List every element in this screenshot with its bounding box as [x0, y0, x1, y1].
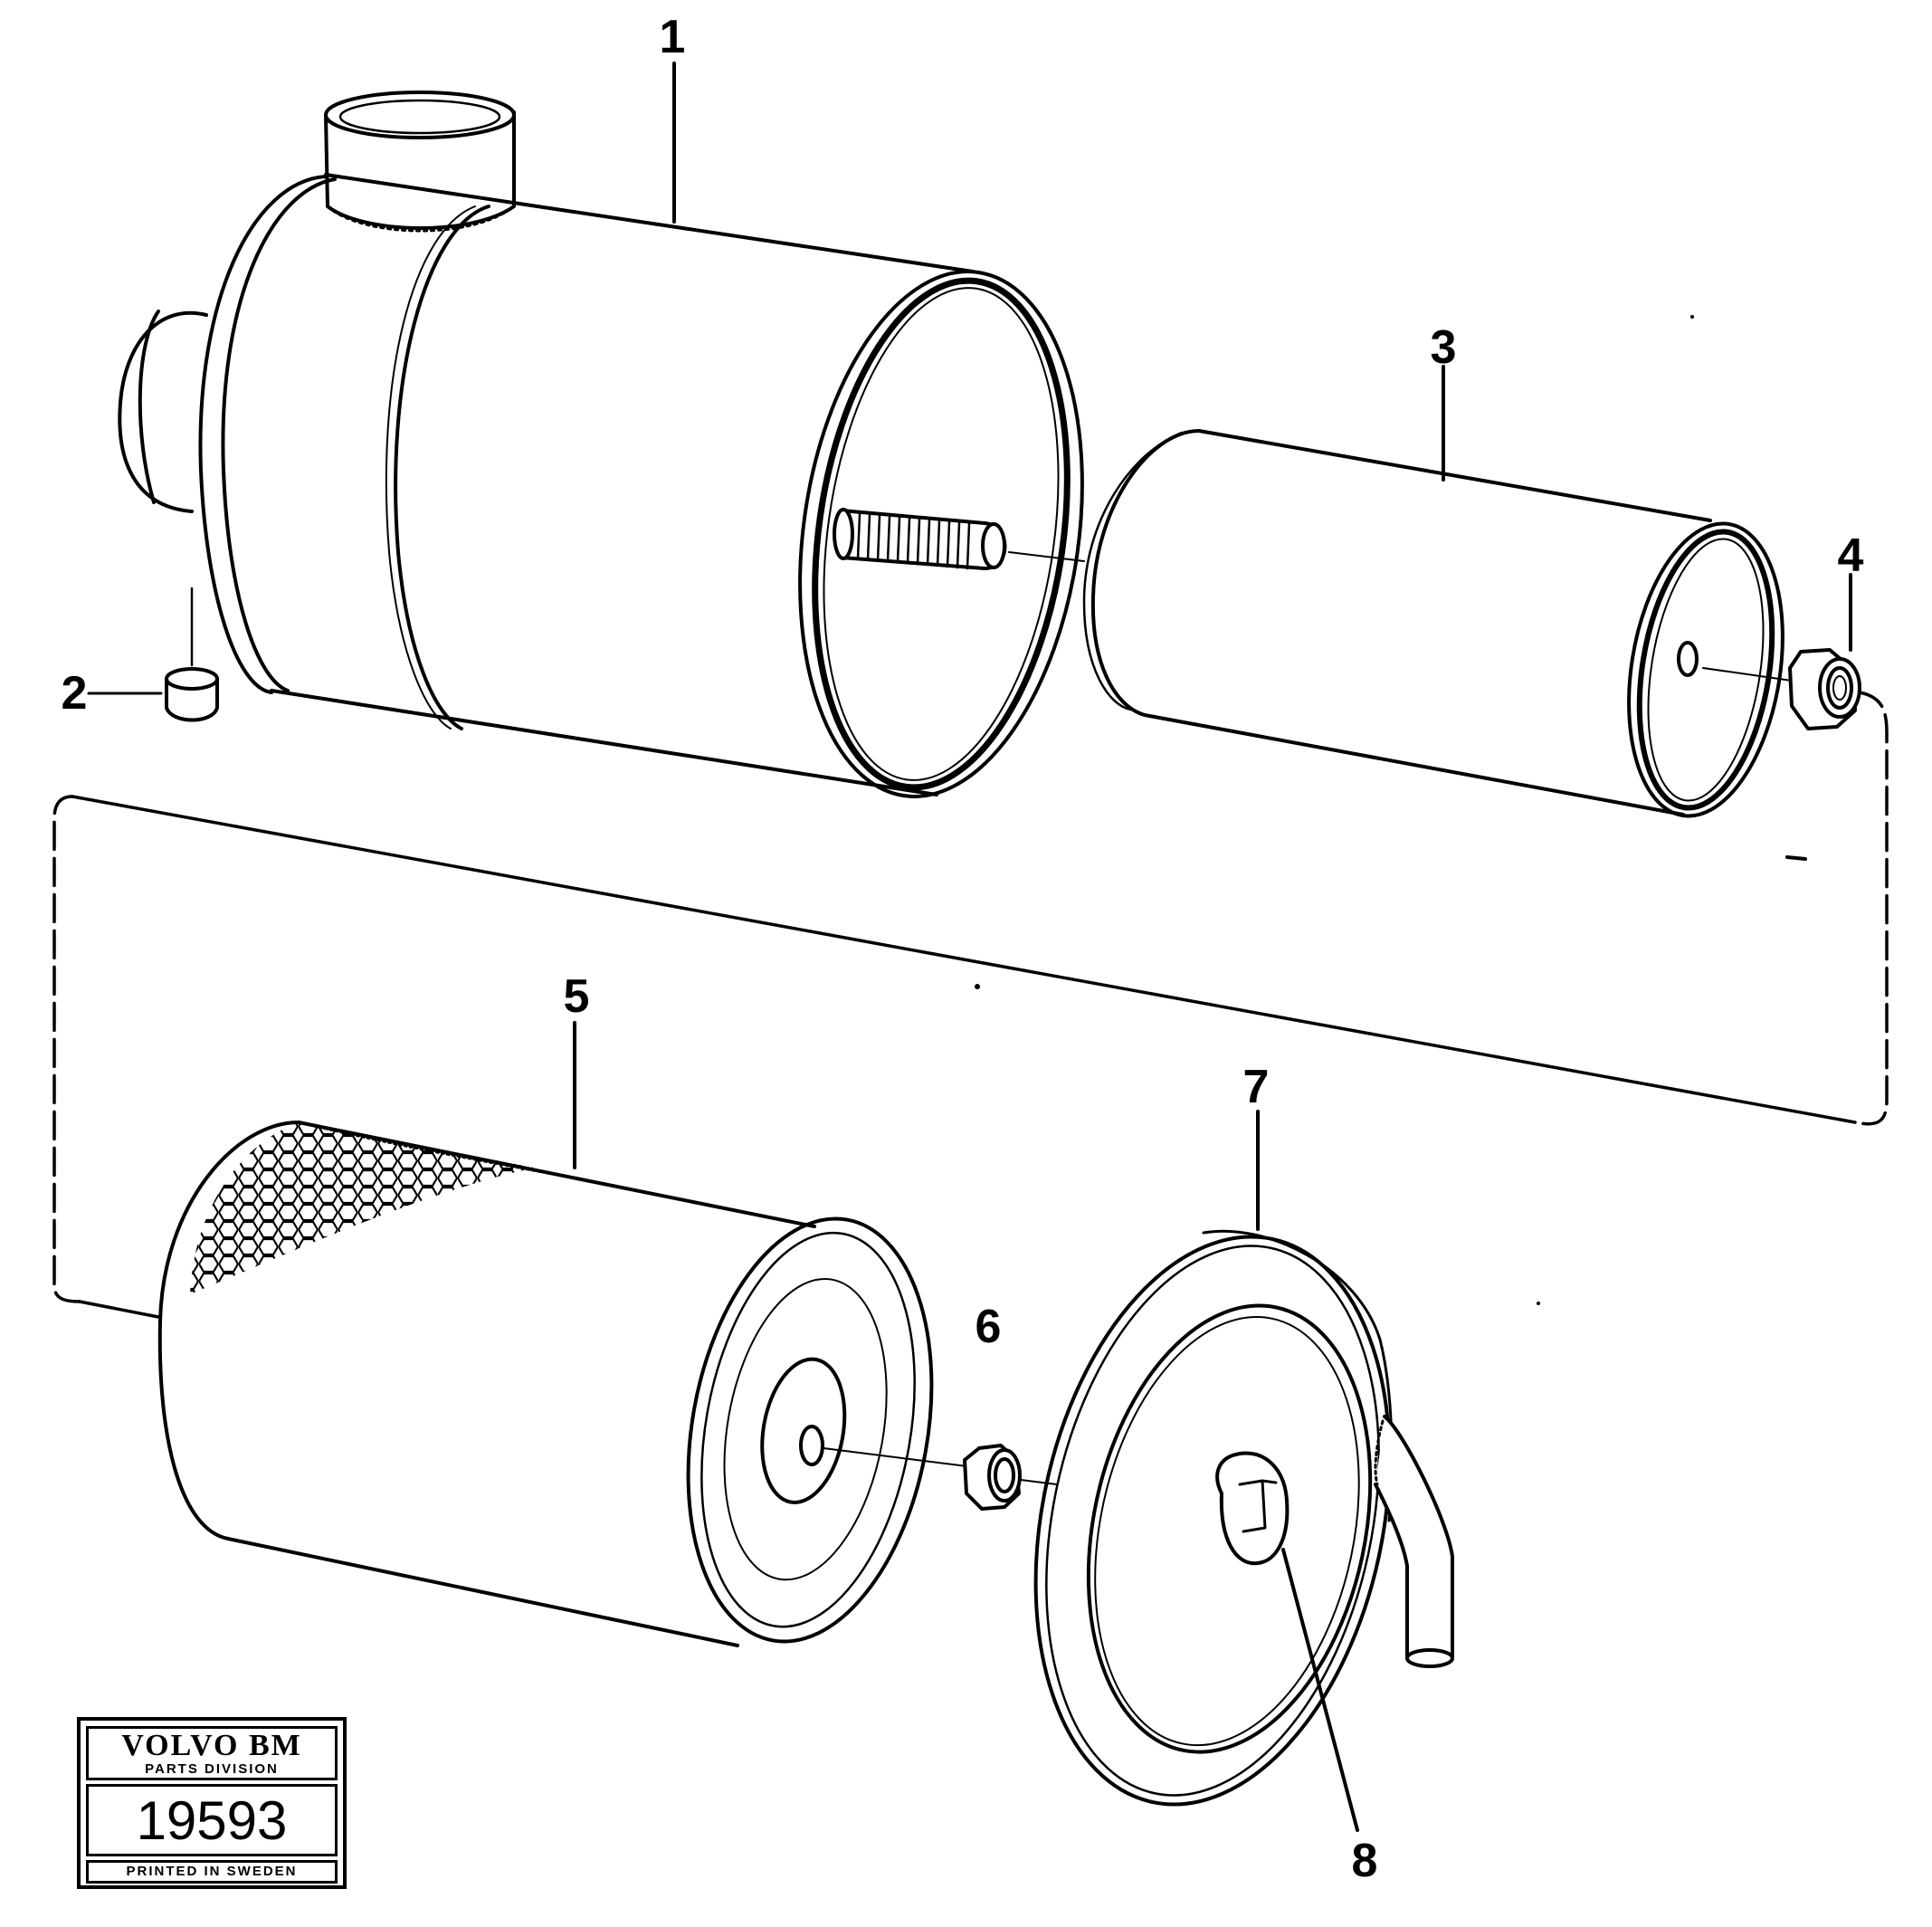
parts-stamp: VOLVO BM PARTS DIVISION 19593 PRINTED IN…: [77, 1717, 347, 1889]
scan-specks: [975, 315, 1694, 1305]
part-6-nut: [963, 1444, 1058, 1511]
stamp-division: PARTS DIVISION: [145, 1761, 279, 1777]
stamp-brand: VOLVO BM: [121, 1729, 302, 1762]
callout-6: 6: [975, 1301, 1002, 1353]
callout-2: 2: [61, 667, 88, 720]
callout-7: 7: [1242, 1061, 1270, 1113]
part-5-main-filter: [157, 1121, 983, 1647]
leader-lines: [573, 62, 1852, 1832]
callout-4: 4: [1837, 529, 1864, 582]
part-4-nut: [1788, 648, 1861, 730]
callout-8: 8: [1351, 1835, 1378, 1887]
part-8-dust-valve: [1215, 1451, 1290, 1566]
part-2-drain-plug: [87, 587, 219, 722]
callout-1: 1: [659, 11, 686, 63]
stamp-number: 19593: [86, 1784, 338, 1856]
stamp-printed: PRINTED IN SWEDEN: [86, 1860, 338, 1884]
part-1-housing: [118, 91, 1085, 798]
stamp-brand-box: VOLVO BM PARTS DIVISION: [86, 1726, 338, 1780]
assembly-guide-line: [52, 691, 1889, 1319]
callout-5: 5: [563, 970, 590, 1023]
callout-3: 3: [1430, 321, 1457, 374]
part-7-cover: [1033, 1229, 1454, 1807]
part-3-safety-filter: [1082, 429, 1793, 818]
